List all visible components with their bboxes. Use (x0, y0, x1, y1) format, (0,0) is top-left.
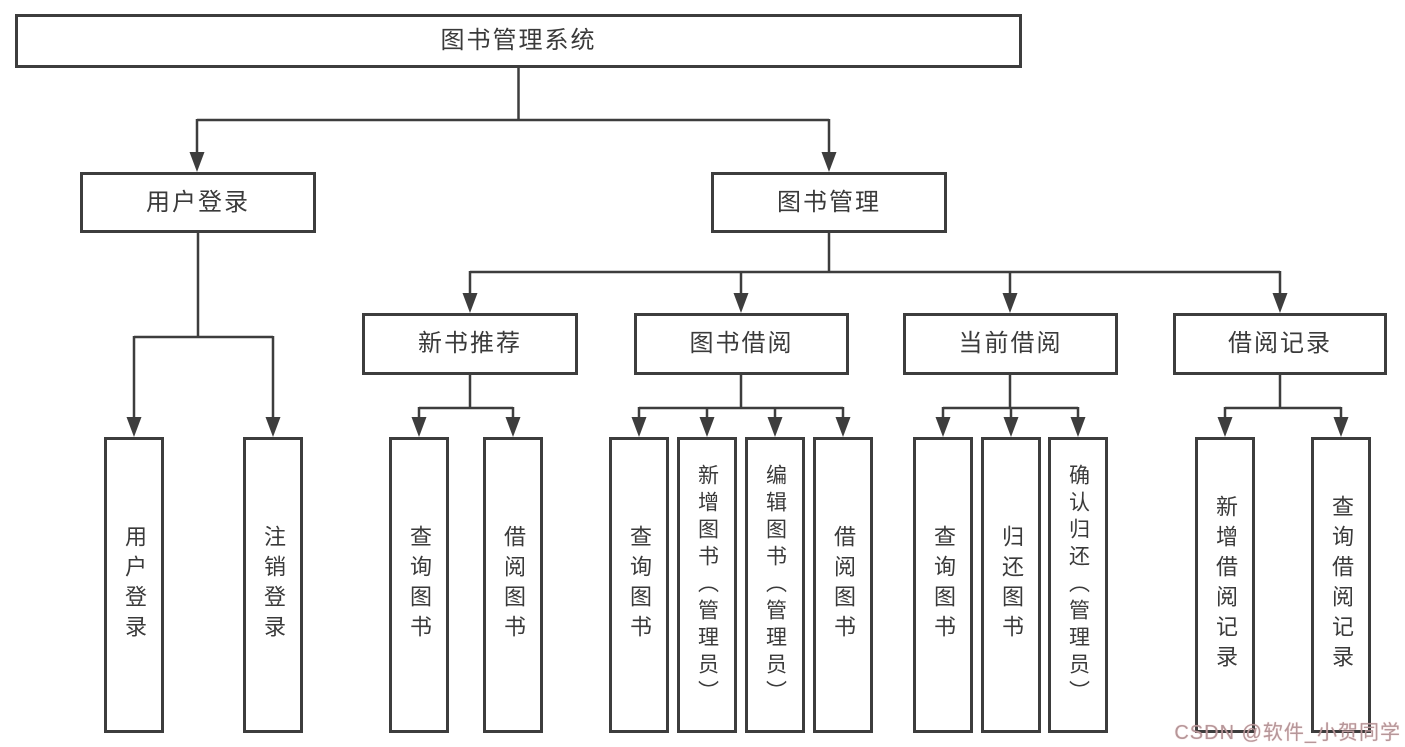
node-book-borrow: 图书借阅 (634, 313, 849, 375)
node-root: 图书管理系统 (15, 14, 1022, 68)
leaf-borrow-book: 借阅图书 (813, 437, 873, 733)
leaf-borrow-query-book-label: 查询图书 (627, 525, 652, 645)
leaf-logout-label: 注销登录 (261, 525, 286, 645)
leaf-confirm-return-admin-label: 确认归还（管理员） (1066, 463, 1090, 707)
leaf-confirm-return-admin: 确认归还（管理员） (1048, 437, 1108, 733)
leaf-user-login-label: 用户登录 (122, 525, 147, 645)
node-book-management-label: 图书管理 (777, 188, 881, 216)
leaf-current-query-book: 查询图书 (913, 437, 973, 733)
leaf-recommend-borrow-book: 借阅图书 (483, 437, 543, 733)
leaf-edit-book-admin: 编辑图书（管理员） (745, 437, 805, 733)
leaf-recommend-query-book-label: 查询图书 (407, 525, 432, 645)
leaf-user-login: 用户登录 (104, 437, 164, 733)
node-book-borrow-label: 图书借阅 (689, 330, 794, 357)
node-new-book-recommend-label: 新书推荐 (418, 330, 522, 357)
node-user-login: 用户登录 (80, 172, 316, 233)
leaf-add-book-admin-label: 新增图书（管理员） (695, 463, 719, 707)
node-current-borrow-label: 当前借阅 (958, 330, 1063, 357)
node-borrow-records-label: 借阅记录 (1228, 330, 1332, 357)
leaf-recommend-query-book: 查询图书 (389, 437, 449, 733)
node-user-login-label: 用户登录 (146, 188, 250, 216)
leaf-query-borrow-record: 查询借阅记录 (1311, 437, 1371, 733)
csdn-watermark: CSDN @软件_小贺同学 (1174, 722, 1401, 744)
node-current-borrow: 当前借阅 (903, 313, 1118, 375)
leaf-logout: 注销登录 (243, 437, 303, 733)
leaf-return-book: 归还图书 (981, 437, 1041, 733)
node-root-label: 图书管理系统 (440, 27, 597, 54)
leaf-add-borrow-record-label: 新增借阅记录 (1213, 495, 1238, 675)
node-new-book-recommend: 新书推荐 (362, 313, 578, 375)
leaf-recommend-borrow-book-label: 借阅图书 (501, 525, 526, 645)
leaf-query-borrow-record-label: 查询借阅记录 (1329, 495, 1354, 675)
leaf-borrow-book-label: 借阅图书 (831, 525, 856, 645)
node-borrow-records: 借阅记录 (1173, 313, 1387, 375)
leaf-return-book-label: 归还图书 (999, 525, 1024, 645)
leaf-add-borrow-record: 新增借阅记录 (1195, 437, 1255, 733)
leaf-add-book-admin: 新增图书（管理员） (677, 437, 737, 733)
leaf-edit-book-admin-label: 编辑图书（管理员） (763, 463, 787, 707)
node-book-management: 图书管理 (711, 172, 947, 233)
leaf-current-query-book-label: 查询图书 (931, 525, 956, 645)
leaf-borrow-query-book: 查询图书 (609, 437, 669, 733)
